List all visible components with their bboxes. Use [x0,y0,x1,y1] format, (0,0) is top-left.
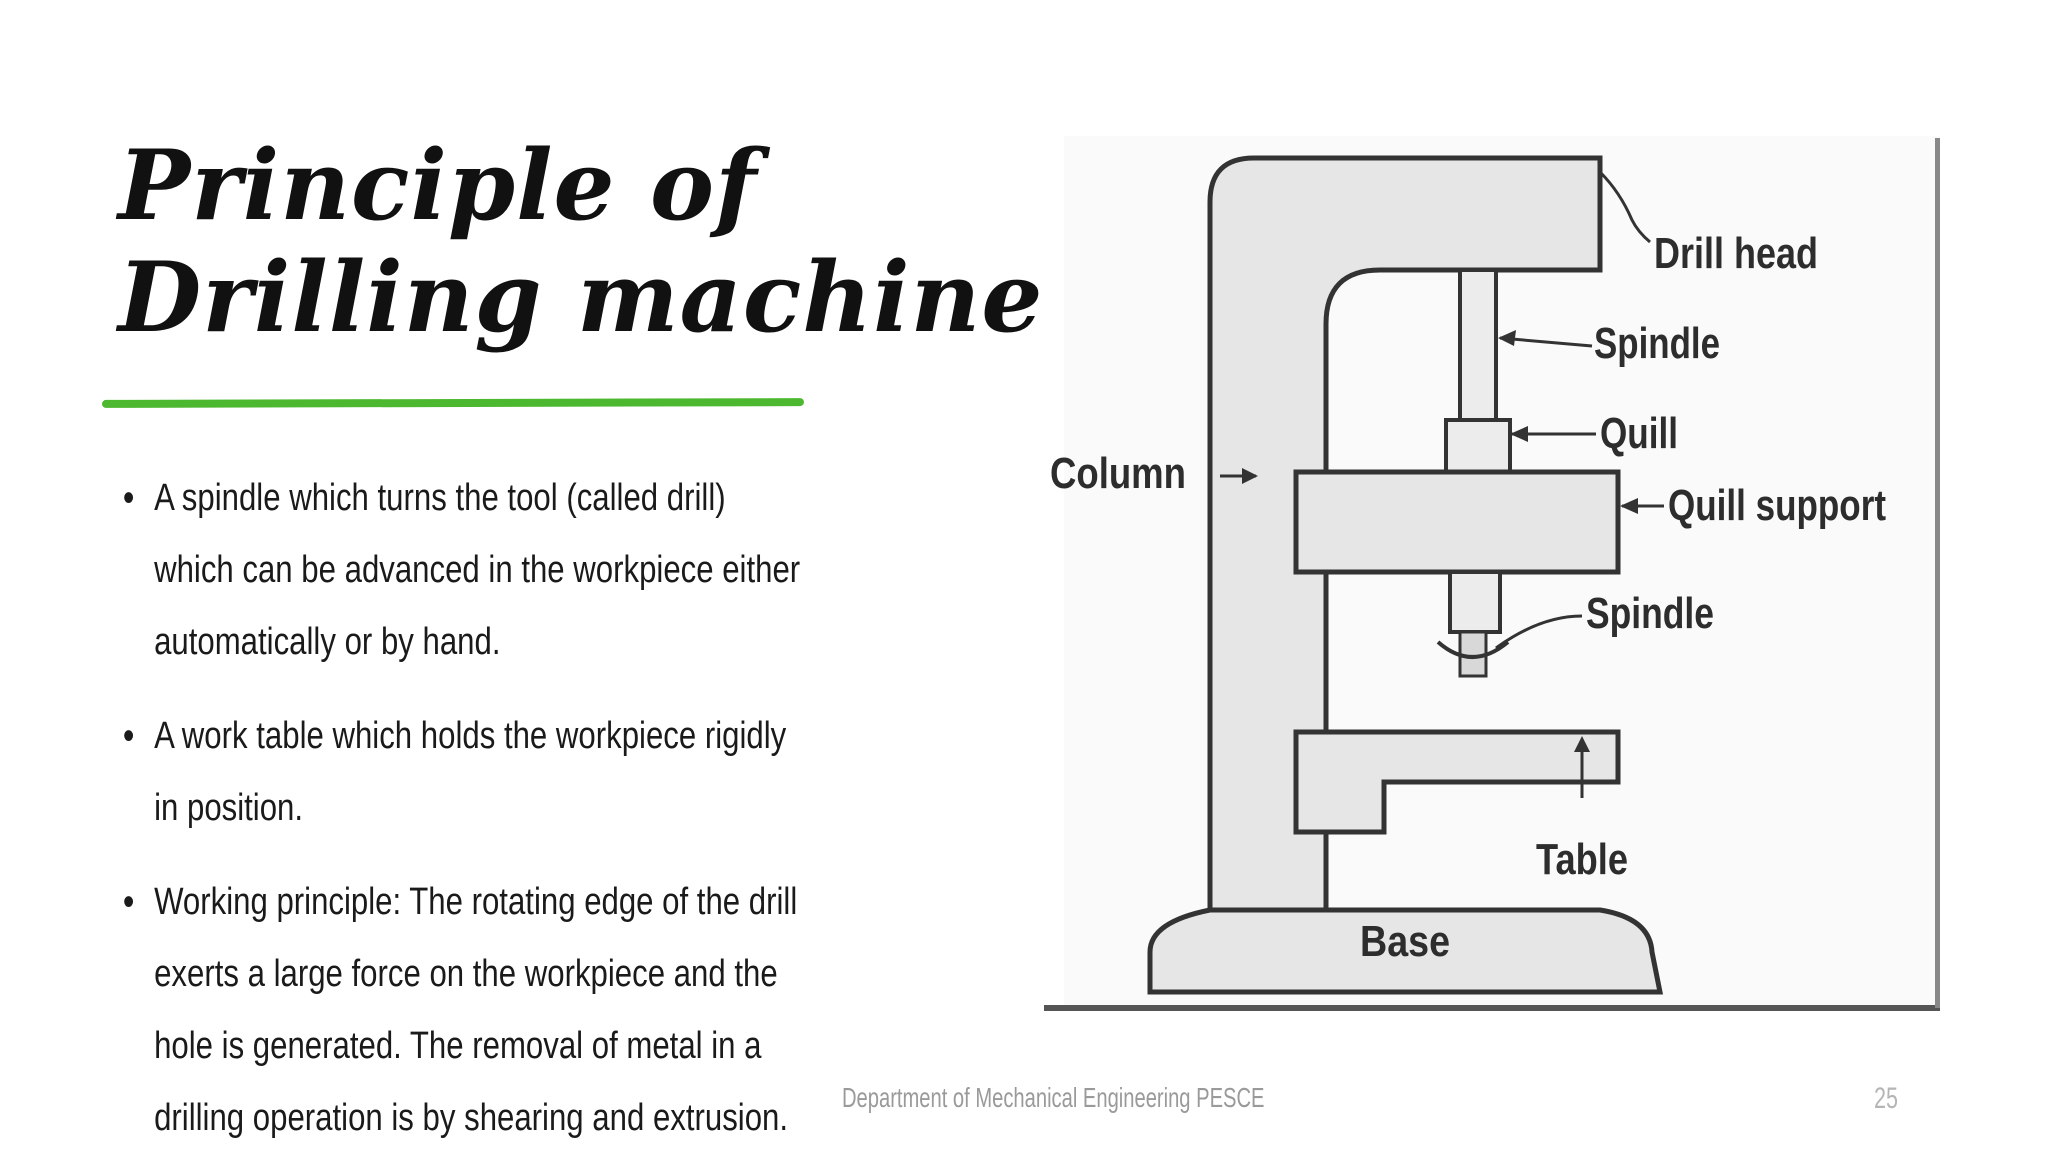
label-base: Base [1360,917,1450,966]
title-underline [101,398,805,408]
bullet-dot-icon: • [122,714,135,758]
arrowhead-table [1574,736,1590,752]
label-spindle-bottom: Spindle [1586,589,1714,638]
bullet-text: Working principle: The rotating edge of … [154,881,798,1139]
bullet-item: • A spindle which turns the tool (called… [118,462,807,678]
bullet-text: A work table which holds the workpiece r… [154,715,787,829]
arrowhead-spindle-top [1498,330,1516,346]
bullet-item: • Working principle: The rotating edge o… [118,866,807,1154]
slide: Principle of Drilling machine • A spindl… [101,129,1940,1139]
arrowhead-column [1242,468,1258,484]
machine-quill-support [1293,469,1621,575]
bullet-dot-icon: • [122,880,135,924]
label-quill: Quill [1600,409,1678,458]
drilling-machine-diagram: Drill head Spindle Quill Column Quill su… [1044,136,1940,1011]
arrowhead-quill [1510,426,1528,442]
title-line-1: Principle of [118,129,758,242]
bullet-text: A spindle which turns the tool (called d… [154,477,801,663]
machine-quill [1444,418,1512,474]
machine-base [1147,907,1664,995]
machine-spindle-lower [1448,570,1502,634]
label-drill-head: Drill head [1654,229,1818,278]
leader-spindle-bottom [1495,614,1583,650]
machine-spindle-upper [1458,268,1498,444]
bullet-list: • A spindle which turns the tool (called… [118,462,807,1176]
leader-spindle-top [1499,336,1593,348]
label-column: Column [1050,449,1186,498]
page-number: 25 [1874,1082,1899,1115]
drill-rotation-arrow [1436,640,1510,659]
label-table: Table [1536,835,1628,884]
bullet-dot-icon: • [122,476,135,520]
leader-drill-head [1598,170,1651,244]
label-quill-support: Quill support [1668,481,1886,530]
footer-department: Department of Mechanical Engineering PES… [842,1082,1265,1113]
bullet-item: • A work table which holds the workpiece… [118,700,807,844]
arrowhead-quill-support [1620,498,1638,514]
label-spindle-top: Spindle [1594,319,1720,368]
machine-table [1293,729,1621,835]
title-line-2: Drilling machine [118,241,1044,354]
slide-title: Principle of Drilling machine [118,129,1044,354]
